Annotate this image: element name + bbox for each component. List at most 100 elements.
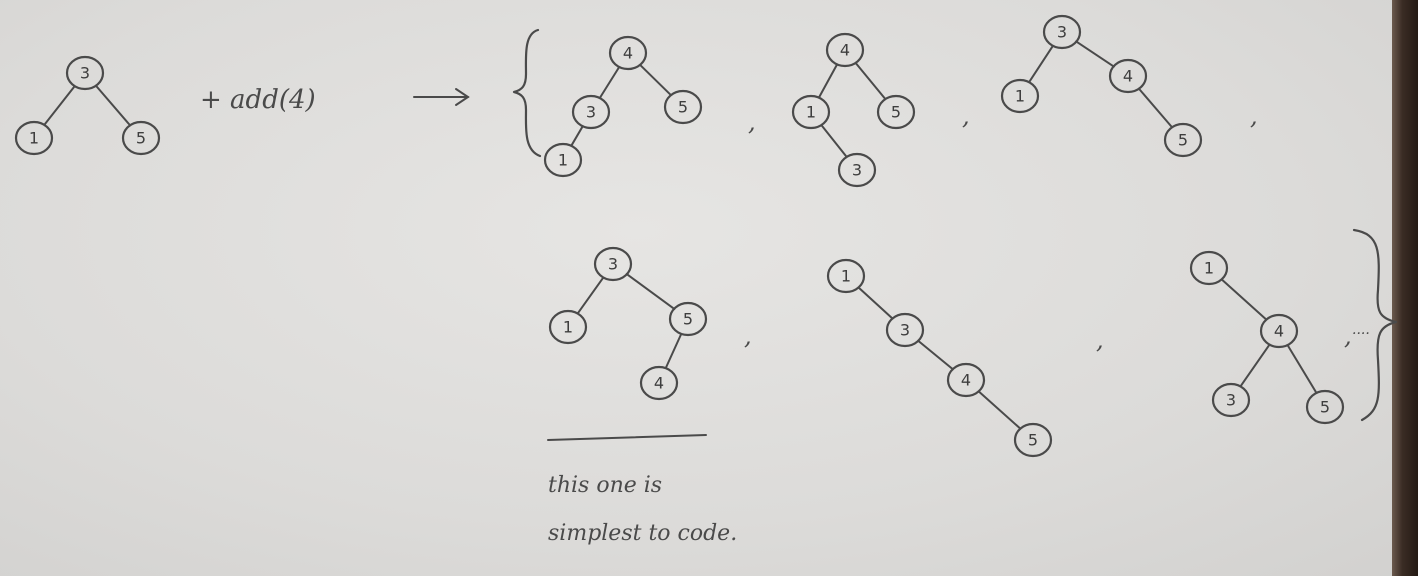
tree-node: 3 — [837, 152, 877, 188]
node-circle — [571, 94, 611, 130]
node-circle — [639, 365, 679, 401]
tree-node: 3 — [1211, 382, 1251, 418]
separator-5: , — [1096, 326, 1104, 354]
tree-edge — [95, 84, 131, 127]
node-circle — [885, 312, 925, 348]
node-label: 3 — [608, 255, 618, 274]
ellipsis: .... — [1352, 322, 1370, 338]
node-circle — [663, 89, 703, 125]
separator-2: , — [962, 102, 970, 130]
tree-node: 5 — [1013, 422, 1053, 458]
tree-node: 5 — [1305, 389, 1345, 425]
node-label: 4 — [654, 374, 664, 393]
tree-node: 3 — [571, 94, 611, 130]
node-circle — [837, 152, 877, 188]
tree-node: 3 — [65, 55, 105, 91]
node-label: 3 — [1057, 23, 1067, 42]
tree-edge — [43, 85, 76, 126]
result-tree-2: 4 1 5 3 — [791, 32, 916, 188]
separator-1: , — [748, 108, 756, 136]
node-circle — [1013, 422, 1053, 458]
separator-4: , — [744, 322, 752, 350]
node-circle — [1259, 313, 1299, 349]
tree-node: 3 — [885, 312, 925, 348]
node-circle — [668, 301, 708, 337]
node-circle — [946, 362, 986, 398]
tree-edge — [1028, 45, 1054, 83]
tree-node: 5 — [663, 89, 703, 125]
node-label: 5 — [136, 129, 146, 148]
tree-edge — [625, 273, 676, 310]
node-label: 1 — [841, 267, 851, 286]
result-tree-4: 3 1 5 4 — [548, 246, 708, 401]
node-label: 1 — [29, 129, 39, 148]
tree-edge — [665, 333, 682, 369]
node-circle — [65, 55, 105, 91]
tree-node: 4 — [1259, 313, 1299, 349]
node-circle — [1108, 58, 1148, 94]
tree-edge — [1075, 40, 1115, 68]
node-circle — [121, 120, 161, 156]
node-label: 3 — [586, 103, 596, 122]
node-label: 4 — [961, 371, 971, 390]
node-circle — [1163, 122, 1203, 158]
node-label: 1 — [1015, 87, 1025, 106]
tree-node: 4 — [946, 362, 986, 398]
tree-node: 1 — [548, 309, 588, 345]
tree-edge — [570, 125, 584, 147]
tree-node: 5 — [876, 94, 916, 130]
node-label: 1 — [806, 103, 816, 122]
node-label: 5 — [1320, 398, 1330, 417]
separator-3: , — [1250, 102, 1258, 130]
node-label: 5 — [678, 98, 688, 117]
result-tree-5: 1 3 4 5 — [826, 258, 1053, 458]
tree-node: 3 — [1042, 14, 1082, 50]
tree-node: 3 — [593, 246, 633, 282]
node-circle — [1189, 250, 1229, 286]
node-label: 3 — [900, 321, 910, 340]
node-label: 1 — [563, 318, 573, 337]
tree-edge — [1239, 343, 1271, 388]
node-circle — [1211, 382, 1251, 418]
node-label: 4 — [623, 44, 633, 63]
note-line-2: simplest to code. — [548, 521, 737, 546]
tree-node: 1 — [826, 258, 866, 294]
tree-edge — [599, 66, 620, 99]
node-label: 1 — [1204, 259, 1214, 278]
node-circle — [791, 94, 831, 130]
node-circle — [608, 35, 648, 71]
node-circle — [548, 309, 588, 345]
operator-label: + add(4) — [200, 85, 316, 115]
node-circle — [543, 142, 583, 178]
tree-node: 1 — [14, 120, 54, 156]
tree-edge — [1286, 344, 1318, 394]
node-circle — [876, 94, 916, 130]
tree-edge — [818, 63, 838, 99]
node-label: 5 — [1028, 431, 1038, 450]
node-label: 5 — [1178, 131, 1188, 150]
note-line-1: this one is — [548, 473, 662, 498]
node-label: 3 — [852, 161, 862, 180]
node-label: 4 — [840, 41, 850, 60]
tree-node: 1 — [791, 94, 831, 130]
tree-edge — [820, 124, 848, 158]
tree-node: 5 — [1163, 122, 1203, 158]
tree-node: 5 — [121, 120, 161, 156]
tree-node: 1 — [1189, 250, 1229, 286]
tree-node: 5 — [668, 301, 708, 337]
table-edge — [1392, 0, 1418, 576]
node-label: 3 — [1226, 391, 1236, 410]
node-label: 4 — [1274, 322, 1284, 341]
initial-tree: 3 1 5 — [14, 55, 161, 156]
node-circle — [593, 246, 633, 282]
node-label: 3 — [80, 64, 90, 83]
tree-edge — [854, 62, 887, 100]
tree-edge — [1220, 278, 1268, 321]
node-circle — [14, 120, 54, 156]
node-circle — [1042, 14, 1082, 50]
